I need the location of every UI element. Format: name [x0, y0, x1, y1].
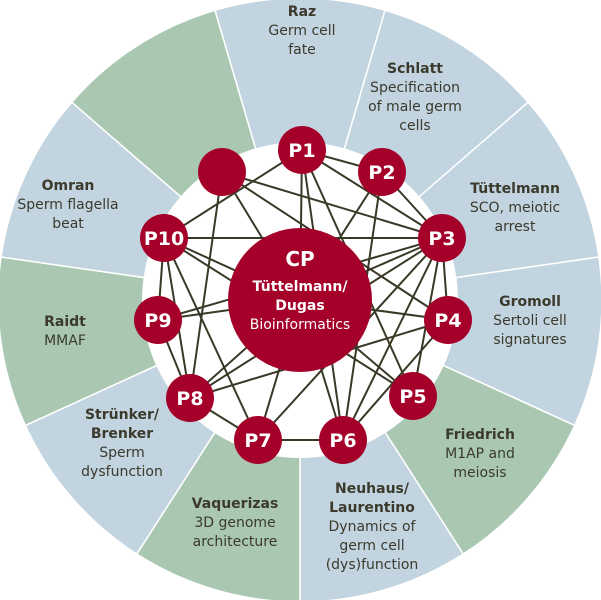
sector-pi-name: Schlatt	[387, 61, 443, 77]
sector-topic: meiosis	[453, 465, 507, 481]
sector-topic: SCO, meiotic	[469, 200, 561, 216]
sector-pi-name: Vaquerizas	[191, 496, 279, 512]
node-label: P1	[288, 140, 315, 162]
sector-topic: fate	[288, 42, 316, 58]
sector-topic: beat	[52, 216, 84, 232]
center-code: CP	[285, 247, 315, 271]
sector-pi-name: Brenker	[90, 426, 154, 442]
edge-px-p8	[189, 171, 223, 399]
sector-topic: Germ cell	[268, 23, 336, 39]
sector-pi-name: Raz	[287, 4, 317, 20]
center-name-1: Tüttelmann/	[252, 279, 348, 295]
sector-topic: Specification	[370, 80, 460, 96]
node-p1	[278, 126, 326, 174]
sector-topic: Sertoli cell	[493, 313, 567, 329]
sector-topic: of male germ	[368, 99, 462, 115]
node-p5	[389, 372, 437, 420]
node-p8	[166, 374, 214, 422]
sector-topic: arrest	[494, 219, 536, 235]
sector-topic: cells	[399, 118, 431, 134]
node-label: P9	[144, 310, 171, 332]
sector-pi-name: Strünker/	[84, 407, 160, 423]
edge-p1-p3	[301, 149, 443, 239]
sector-pi-name: Friedrich	[445, 427, 515, 443]
sector-topic: dysfunction	[81, 464, 163, 480]
sector-topic: Sperm	[99, 445, 145, 461]
node-p6	[319, 416, 367, 464]
edge-p1-p10	[163, 149, 303, 239]
sector-topic: Dynamics of	[328, 519, 416, 535]
node-p4	[424, 296, 472, 344]
sector-topic: germ cell	[339, 538, 405, 554]
edge-p3-p6	[342, 237, 443, 441]
node-label: P8	[176, 388, 203, 410]
node-p10	[140, 214, 188, 262]
node-p7	[234, 416, 282, 464]
node-px	[198, 148, 246, 196]
node-label: P4	[434, 310, 461, 332]
edge-p10-p7	[163, 237, 259, 441]
center-label: CP Tüttelmann/ Dugas Bioinformatics	[250, 246, 350, 335]
node-label: P10	[144, 228, 184, 250]
node-label: P2	[368, 162, 395, 184]
node-cp	[228, 228, 372, 372]
sector-topic: M1AP and	[445, 446, 515, 462]
sector-pi-name: Omran	[41, 178, 95, 194]
node-label: P7	[244, 430, 271, 452]
node-p3	[418, 214, 466, 262]
center-name-2: Dugas	[275, 298, 325, 314]
sector-label: Vaquerizas 3D genome architecture	[192, 495, 279, 552]
node-p9	[134, 296, 182, 344]
sector-topic: (dys)function	[325, 557, 419, 573]
sector-pi-name: Gromoll	[499, 294, 561, 310]
center-role: Bioinformatics	[249, 317, 351, 333]
sector-pi-name: Raidt	[44, 314, 86, 330]
sector-pi-name: Tüttelmann	[470, 181, 560, 197]
sector-pi-name: Neuhaus/	[334, 481, 409, 497]
edge-px-p3	[221, 171, 443, 239]
sector-topic: 3D genome	[194, 515, 276, 531]
sector-pi-name: Laurentino	[329, 500, 415, 516]
node-label: P3	[428, 228, 455, 250]
sector-topic: signatures	[493, 332, 567, 348]
sector-topic: MMAF	[44, 333, 86, 349]
node-label: P5	[399, 386, 426, 408]
node-p2	[358, 148, 406, 196]
sector-topic: architecture	[192, 534, 278, 550]
node-label: P6	[329, 430, 356, 452]
sector-topic: Sperm flagella	[17, 197, 119, 213]
